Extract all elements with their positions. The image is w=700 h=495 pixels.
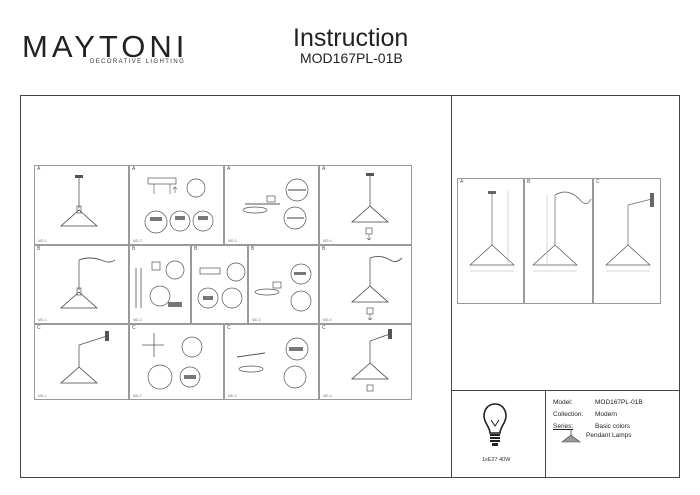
dimension-angled-arm-drawing [605,193,654,272]
arm-fixing-drawing [142,333,203,390]
bulb-spec: 1xE27 40W [482,457,511,463]
model-label: Model: [553,399,573,406]
dimension-letter: B [527,179,531,185]
brand-logo: MAYTONI [22,29,189,64]
canopy-fixing-drawing [242,178,309,230]
step-cell-a2: A MD-2 [129,165,224,245]
step-code: MD-2 [133,394,142,398]
frame-divider-vertical [451,95,452,478]
step-cell-b5: B MD-4 [319,245,412,324]
dimension-drawing-b: B [524,178,593,304]
series-value: Basic colors [595,423,631,430]
dimension-drawing-c: C [593,178,661,304]
instruction-frame [20,95,680,478]
step-code: MD-3 [252,318,261,322]
step-cell-a3: A MD-3 [224,165,319,245]
model-value: MOD167PL-01B [595,399,643,406]
step-letter: C [322,325,326,331]
step-code: MD-2 [133,239,142,243]
dimension-wall-arm-drawing [532,191,592,272]
angled-arm-lamp-drawing [59,331,109,384]
info-row-model: Model: [553,399,573,406]
frame-divider-horizontal [451,390,680,391]
wall-arm-lamp-drawing [350,255,403,321]
step-letter: C [37,325,41,331]
step-code: MD-4 [323,239,332,243]
step-code: MD-3 [228,394,237,398]
series-label: Series: [553,423,574,430]
dimension-pendant-drawing [469,191,515,272]
step-code: MD-1 [38,318,47,322]
info-divider [545,390,546,478]
bulb-icon [483,403,507,446]
dimension-drawing-a: A [457,178,524,304]
step-code: MD-4 [323,318,332,322]
step-cell-b1: B MD-1 [34,245,129,324]
step-letter: A [322,166,326,172]
bracket-detail-drawing [197,262,246,309]
step-letter: B [132,246,136,252]
step-letter: B [322,246,326,252]
step-letter: B [194,246,198,252]
pendant-lamp-drawing [350,173,390,241]
step-cell-a1: A MD-1 [34,165,129,245]
dimension-letter: C [596,179,600,185]
step-cell-a4: A MD-4 [319,165,412,245]
canopy-fixing-drawing [254,263,312,312]
step-cell-b4: B MD-3 [248,245,319,324]
mounting-detail-drawing [144,177,214,234]
step-cell-c1: C MD-1 [34,324,129,400]
mounting-plate-drawing [236,337,309,389]
drilling-detail-drawing [135,260,185,308]
step-letter: A [37,166,41,172]
dimension-letter: A [460,179,464,185]
brand-tagline: DECORATIVE LIGHTING [90,59,186,65]
pendant-lamp-drawing [59,175,99,227]
step-code: MD-2 [133,318,142,322]
step-letter: A [227,166,231,172]
step-letter: C [227,325,231,331]
step-code: MD-1 [38,394,47,398]
step-code: MD-3 [228,239,237,243]
step-cell-c4: C MD-4 [319,324,412,400]
model-code: MOD167PL-01B [300,50,403,66]
wall-arm-lamp-drawing [59,257,116,309]
step-code: MD-1 [38,239,47,243]
step-cell-b3: B [191,245,248,324]
step-cell-b2: B MD-2 [129,245,191,324]
step-cell-c3: C MD-3 [224,324,319,400]
page-title: Instruction [293,24,409,52]
pendant-lamp-icon [561,429,581,443]
collection-value: Modern [595,411,618,418]
collection-label: Collection: [553,411,584,418]
step-letter: C [132,325,136,331]
step-letter: B [251,246,255,252]
lamp-type: Pendant Lamps [586,432,632,439]
step-letter: B [37,246,41,252]
step-code: MD-4 [323,394,332,398]
step-letter: A [132,166,136,172]
angled-arm-lamp-drawing [350,329,392,392]
step-cell-c2: C MD-2 [129,324,224,400]
